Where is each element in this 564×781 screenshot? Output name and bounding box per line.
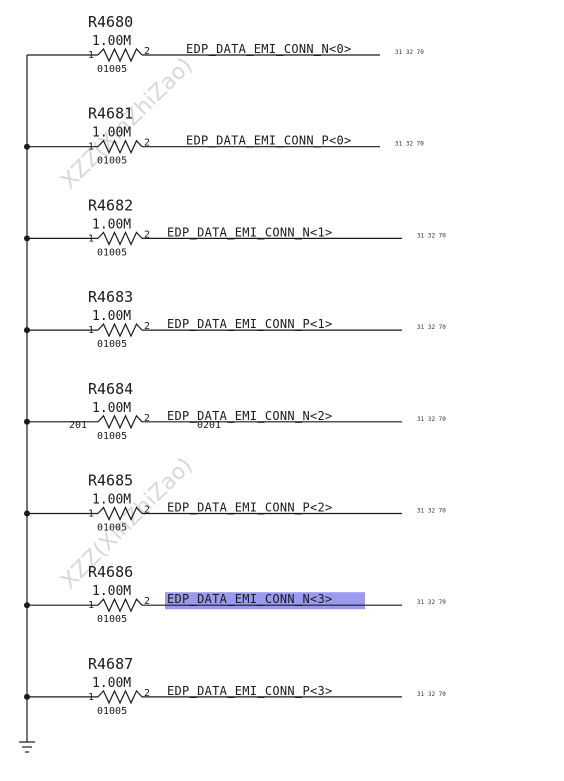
resistor-symbol[interactable] bbox=[97, 506, 143, 521]
package-size: 01005 bbox=[97, 523, 127, 534]
net-name: EDP_DATA_EMI_CONN_N<1> bbox=[167, 225, 333, 239]
junction-dot bbox=[24, 510, 30, 517]
net-name: EDP_DATA_EMI_CONN_P<1> bbox=[167, 317, 333, 331]
package-size: 01005 bbox=[97, 64, 127, 75]
resistor-value: 1.00M bbox=[92, 493, 131, 508]
page-refs: 31 32 70 bbox=[417, 599, 446, 606]
package-size: 01005 bbox=[97, 614, 127, 625]
page-refs: 31 32 70 bbox=[417, 324, 446, 331]
designator: R4681 bbox=[88, 105, 133, 123]
page-refs: 31 32 70 bbox=[417, 416, 446, 423]
resistor-symbol[interactable] bbox=[97, 322, 143, 338]
page-refs: 31 32 70 bbox=[417, 232, 446, 239]
page-refs: 31 32 70 bbox=[417, 691, 446, 698]
designator: R4683 bbox=[88, 288, 133, 306]
resistor-value: 1.00M bbox=[92, 584, 131, 599]
designator: R4680 bbox=[88, 13, 133, 31]
pin-left: 1 bbox=[88, 692, 94, 703]
net-name: EDP_DATA_EMI_CONN_N<2> bbox=[167, 409, 333, 423]
pin-left: 201 bbox=[69, 420, 87, 431]
resistor-value: 1.00M bbox=[92, 34, 131, 49]
pin-right: 2 bbox=[144, 46, 150, 57]
pin-right: 2 bbox=[144, 688, 150, 699]
pin-left: 1 bbox=[88, 509, 94, 520]
page-refs: 31 32 70 bbox=[395, 141, 424, 148]
resistor-value: 1.00M bbox=[92, 126, 131, 141]
net-name: EDP_DATA_EMI_CONN_P<3> bbox=[167, 684, 333, 698]
pin-right: 2 bbox=[144, 321, 150, 332]
resistor-symbol[interactable] bbox=[97, 230, 143, 246]
pin-right: 2 bbox=[144, 138, 150, 149]
package-size: 01005 bbox=[97, 156, 127, 167]
resistor-value: 1.00M bbox=[92, 309, 131, 324]
junction-dot bbox=[24, 418, 30, 425]
pin-left: 1 bbox=[88, 325, 94, 336]
pin-right: 2 bbox=[144, 229, 150, 240]
pin-left: 1 bbox=[88, 50, 94, 61]
resistor-symbol[interactable] bbox=[97, 47, 143, 63]
junction-dot bbox=[24, 693, 30, 700]
pin-right: 2 bbox=[144, 596, 150, 607]
designator: R4685 bbox=[88, 472, 133, 490]
resistor-row: R4684 1.00M 01005 201 0201 2 EDP_DATA_EMI_CONN… bbox=[24, 380, 446, 442]
designator: R4687 bbox=[88, 655, 133, 673]
pin-right: 2 bbox=[144, 413, 150, 424]
pin-left: 1 bbox=[88, 142, 94, 153]
page-refs: 31 32 70 bbox=[417, 508, 446, 515]
junction-dot bbox=[24, 327, 30, 334]
pin-right: 2 bbox=[144, 505, 150, 516]
junction-dot bbox=[24, 602, 30, 609]
designator: R4684 bbox=[88, 380, 133, 398]
package-size: 01005 bbox=[97, 706, 127, 717]
junction-dot bbox=[24, 143, 30, 150]
package-size: 01005 bbox=[97, 339, 127, 350]
designator: R4686 bbox=[88, 563, 133, 581]
resistor-symbol[interactable] bbox=[97, 139, 143, 155]
net-name: EDP_DATA_EMI_CONN_N<3> bbox=[167, 592, 333, 606]
pin-extra: 0201 bbox=[197, 420, 221, 431]
pin-left: 1 bbox=[88, 233, 94, 244]
junction-dot bbox=[24, 235, 30, 242]
net-name: EDP_DATA_EMI_CONN_P<2> bbox=[167, 501, 333, 515]
resistor-symbol[interactable] bbox=[97, 689, 143, 705]
resistor-value: 1.00M bbox=[92, 401, 131, 416]
resistor-value: 1.00M bbox=[92, 217, 131, 232]
net-name: EDP_DATA_EMI_CONN_P<0> bbox=[186, 134, 352, 148]
resistor-symbol[interactable] bbox=[97, 414, 143, 430]
package-size: 01005 bbox=[97, 431, 127, 442]
resistor-symbol[interactable] bbox=[97, 597, 143, 613]
resistor-value: 1.00M bbox=[92, 676, 131, 691]
page-refs: 31 32 70 bbox=[395, 49, 424, 56]
net-name: EDP_DATA_EMI_CONN_N<0> bbox=[186, 42, 352, 56]
ground-symbol bbox=[19, 741, 35, 753]
pin-left: 1 bbox=[88, 600, 94, 611]
watermark-1: XZZ(XinZhiZao) bbox=[57, 53, 198, 194]
designator: R4682 bbox=[88, 196, 133, 214]
package-size: 01005 bbox=[97, 247, 127, 258]
